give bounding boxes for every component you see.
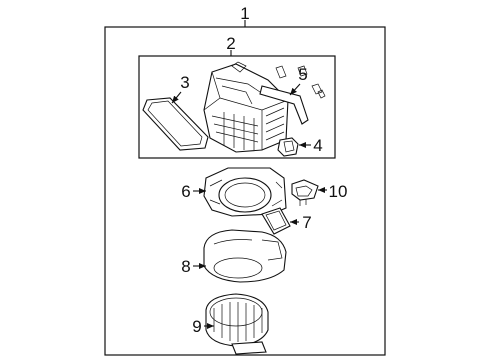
callout-10: 10 xyxy=(329,182,348,201)
callout-2: 2 xyxy=(226,34,235,53)
part-3-seal xyxy=(142,97,209,151)
callout-8: 8 xyxy=(181,257,190,276)
part-6-upper-housing xyxy=(203,167,287,217)
part-10-resistor xyxy=(291,179,319,206)
part-4-clip xyxy=(277,137,299,157)
callout-6: 6 xyxy=(181,182,190,201)
callout-9: 9 xyxy=(192,317,201,336)
part-7-frame xyxy=(261,207,291,235)
callout-5-leader xyxy=(289,83,301,96)
subassembly-frame xyxy=(138,55,336,159)
part-8-lower-housing xyxy=(203,229,287,283)
part-2-case xyxy=(203,61,289,153)
part-9-blower-motor xyxy=(205,293,269,355)
callout-1: 1 xyxy=(240,4,249,23)
part-5-bracket xyxy=(259,65,326,125)
callout-3-leader xyxy=(171,91,182,104)
callout-3: 3 xyxy=(180,73,189,92)
callout-5: 5 xyxy=(298,65,307,84)
callout-7: 7 xyxy=(302,213,311,232)
callout-4: 4 xyxy=(313,136,322,155)
